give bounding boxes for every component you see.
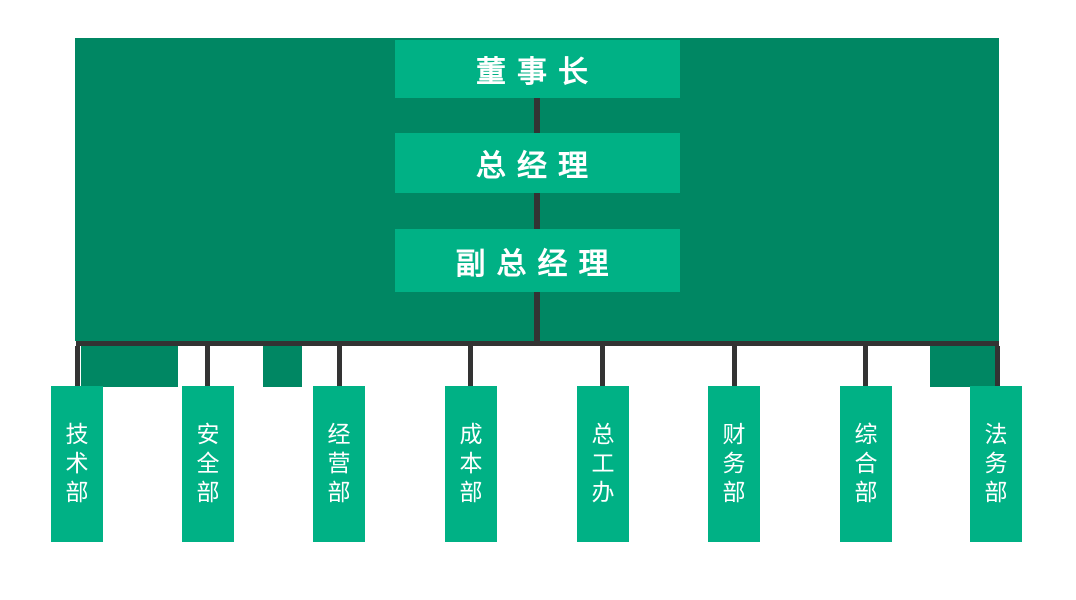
dept-node-finance: 财务部 xyxy=(708,386,760,542)
connector-chairman-gm xyxy=(534,98,540,133)
dept-node-general-affairs: 综合部 xyxy=(840,386,892,542)
dept-node-legal: 法务部 xyxy=(970,386,1022,542)
dept-label: 总工办 xyxy=(591,421,615,506)
connector-drop-2 xyxy=(205,346,210,386)
dept-label: 技术部 xyxy=(65,421,89,506)
dept-node-cost: 成本部 xyxy=(445,386,497,542)
node-deputy-general-manager: 副总经理 xyxy=(395,229,680,292)
connector-drop-5 xyxy=(600,346,605,386)
dept-label: 综合部 xyxy=(854,421,878,506)
connector-deputy-trunk xyxy=(534,292,540,341)
connector-drop-1 xyxy=(75,346,80,386)
node-chairman: 董事长 xyxy=(395,40,680,98)
node-general-manager-label: 总经理 xyxy=(476,149,599,184)
dept-label: 经营部 xyxy=(327,421,351,506)
node-chairman-label: 董事长 xyxy=(476,55,599,90)
connector-gm-deputy xyxy=(534,193,540,229)
connector-drop-7 xyxy=(863,346,868,386)
connector-drop-4 xyxy=(468,346,473,386)
dept-label: 财务部 xyxy=(722,421,746,506)
node-general-manager: 总经理 xyxy=(395,133,680,193)
decor-stub-middle xyxy=(263,346,302,387)
connector-horizontal-trunk xyxy=(76,341,999,346)
connector-drop-8 xyxy=(995,346,1000,386)
decor-stub-left xyxy=(81,346,178,387)
dept-node-technology: 技术部 xyxy=(51,386,103,542)
connector-drop-6 xyxy=(732,346,737,386)
connector-drop-3 xyxy=(337,346,342,386)
node-deputy-general-manager-label: 副总经理 xyxy=(455,246,620,282)
dept-label: 成本部 xyxy=(459,421,483,506)
decor-stub-right xyxy=(930,346,995,387)
dept-node-safety: 安全部 xyxy=(182,386,234,542)
dept-node-chief-engineer-office: 总工办 xyxy=(577,386,629,542)
dept-node-operations: 经营部 xyxy=(313,386,365,542)
dept-label: 安全部 xyxy=(196,421,220,506)
dept-label: 法务部 xyxy=(984,421,1008,506)
